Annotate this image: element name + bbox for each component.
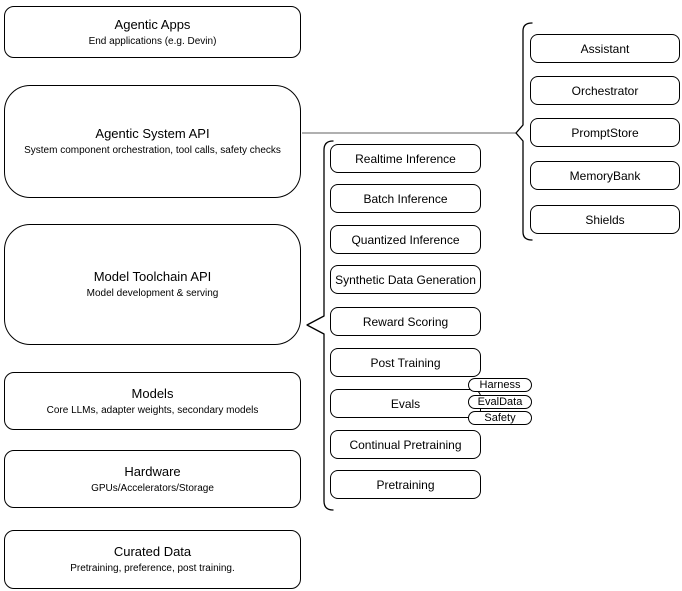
box-promptstore: PromptStore (530, 118, 680, 147)
post-training-label: Post Training (370, 355, 441, 370)
box-post-training: Post Training (330, 348, 481, 377)
continual-pretraining-label: Continual Pretraining (349, 437, 462, 452)
agentic-apps-title: Agentic Apps (114, 16, 191, 32)
synthetic-data-generation-label: Synthetic Data Generation (335, 272, 476, 287)
hardware-title: Hardware (124, 463, 181, 479)
box-model-toolchain-api: Model Toolchain API Model development & … (4, 224, 301, 345)
tag-safety: Safety (468, 411, 532, 425)
box-models: Models Core LLMs, adapter weights, secon… (4, 372, 301, 430)
box-pretraining: Pretraining (330, 470, 481, 499)
evaldata-label: EvalData (477, 395, 523, 408)
curated-data-title: Curated Data (113, 544, 192, 559)
model-toolchain-api-subtitle: Model development & serving (86, 288, 219, 299)
memorybank-label: MemoryBank (569, 168, 641, 183)
models-subtitle: Core LLMs, adapter weights, secondary mo… (46, 404, 259, 416)
box-realtime-inference: Realtime Inference (330, 144, 481, 173)
curated-data-subtitle: Pretraining, preference, post training. (70, 563, 235, 574)
agentic-system-api-title: Agentic System API (95, 126, 210, 141)
box-batch-inference: Batch Inference (330, 184, 481, 213)
box-curated-data: Curated Data Pretraining, preference, po… (4, 530, 301, 589)
models-title: Models (131, 385, 174, 401)
box-shields: Shields (530, 205, 680, 234)
box-memorybank: MemoryBank (530, 161, 680, 190)
model-toolchain-api-title: Model Toolchain API (93, 269, 212, 284)
pretraining-label: Pretraining (376, 477, 435, 492)
tag-harness: Harness (468, 378, 532, 392)
agentic-system-api-subtitle: System component orchestration, tool cal… (24, 145, 281, 156)
agentic-apps-subtitle: End applications (e.g. Devin) (88, 35, 217, 47)
reward-scoring-label: Reward Scoring (362, 314, 449, 329)
promptstore-label: PromptStore (571, 125, 639, 140)
assistant-label: Assistant (580, 41, 630, 56)
realtime-inference-label: Realtime Inference (355, 151, 456, 166)
box-synthetic-data-generation: Synthetic Data Generation (330, 265, 481, 294)
orchestrator-label: Orchestrator (571, 83, 639, 98)
quantized-inference-label: Quantized Inference (351, 232, 460, 247)
safety-label: Safety (484, 411, 516, 424)
hardware-subtitle: GPUs/Accelerators/Storage (91, 482, 214, 494)
box-assistant: Assistant (530, 34, 680, 63)
batch-inference-label: Batch Inference (363, 191, 448, 206)
box-reward-scoring: Reward Scoring (330, 307, 481, 336)
box-orchestrator: Orchestrator (530, 76, 680, 105)
box-agentic-apps: Agentic Apps End applications (e.g. Devi… (4, 6, 301, 58)
box-quantized-inference: Quantized Inference (330, 225, 481, 254)
box-continual-pretraining: Continual Pretraining (330, 430, 481, 459)
evals-label: Evals (390, 396, 421, 411)
tag-evaldata: EvalData (468, 395, 532, 409)
box-hardware: Hardware GPUs/Accelerators/Storage (4, 450, 301, 508)
box-evals: Evals (330, 389, 481, 418)
harness-label: Harness (479, 378, 521, 391)
shields-label: Shields (585, 212, 625, 227)
box-agentic-system-api: Agentic System API System component orch… (4, 85, 301, 198)
